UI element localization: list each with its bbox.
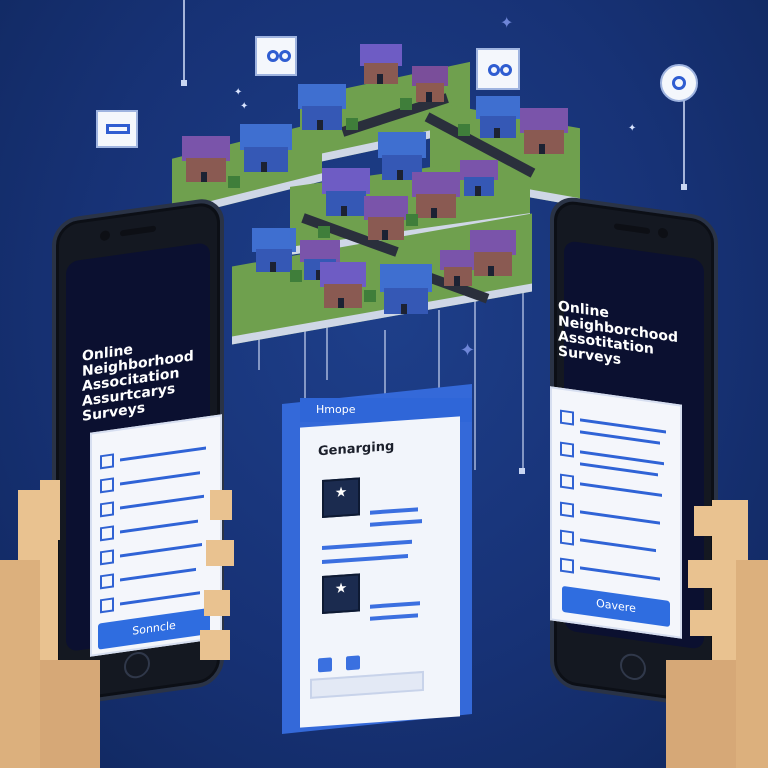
document-line <box>322 539 412 551</box>
tree-icon <box>318 226 330 238</box>
hanging-string <box>474 300 476 470</box>
hanging-string <box>438 310 440 430</box>
phone-camera <box>658 227 668 239</box>
sparkle-icon: ✦ <box>240 101 249 112</box>
right-phone-button[interactable]: Oavere <box>562 585 670 628</box>
hanging-string-tip <box>681 184 687 190</box>
house-icon <box>182 136 230 182</box>
survey-line <box>120 591 200 606</box>
checkbox-icon[interactable] <box>100 501 114 518</box>
survey-line <box>580 430 660 445</box>
house-icon <box>470 230 516 276</box>
survey-line <box>580 418 666 434</box>
phone-home-button[interactable] <box>620 652 646 682</box>
survey-line <box>580 450 664 466</box>
hanging-string <box>326 320 328 380</box>
hanging-string <box>384 330 386 410</box>
chat-bubble-icon <box>96 110 138 148</box>
sparkle-icon: ✦ <box>234 87 243 98</box>
tree-icon <box>346 118 358 130</box>
survey-card: Oavere <box>550 386 682 639</box>
document-line <box>370 507 418 515</box>
phone-speaker <box>614 223 650 235</box>
house-icon <box>252 228 296 272</box>
house-icon <box>322 168 370 216</box>
house-icon <box>520 108 568 154</box>
survey-line <box>120 519 198 534</box>
hanging-string <box>683 80 685 190</box>
house-icon <box>412 66 448 102</box>
checkbox-icon[interactable] <box>560 529 574 546</box>
document-input[interactable] <box>310 670 424 699</box>
checkbox-icon[interactable] <box>100 525 114 542</box>
checkbox-icon[interactable] <box>560 409 574 426</box>
checkbox-icon[interactable] <box>100 573 114 590</box>
left-phone-button[interactable]: Sonncle <box>98 607 210 650</box>
survey-line <box>580 510 660 525</box>
hanging-string <box>183 0 185 80</box>
document-line <box>370 613 418 621</box>
hanging-string-tip <box>519 468 525 474</box>
survey-line <box>580 482 662 497</box>
chat-bubble-icon <box>660 64 698 102</box>
checkbox-icon[interactable] <box>560 441 574 458</box>
star-icon: ★ <box>322 477 360 519</box>
checkbox-icon[interactable] <box>100 549 114 566</box>
document-title: Genarging <box>318 439 395 460</box>
hanging-string <box>522 290 524 470</box>
sparkle-icon: ✦ <box>500 13 514 32</box>
survey-line <box>120 446 206 462</box>
phone-home-button[interactable] <box>124 650 150 680</box>
house-icon <box>240 124 292 172</box>
house-icon <box>360 44 402 84</box>
sparkle-icon: ✦ <box>460 340 476 361</box>
survey-line <box>120 494 204 510</box>
document-block <box>318 657 332 673</box>
tree-icon <box>228 176 240 188</box>
left-phone: Online Neighborhood Associtation Assurtc… <box>52 195 224 709</box>
tree-icon <box>364 290 376 302</box>
survey-line <box>120 471 200 486</box>
star-icon: ★ <box>322 573 360 615</box>
document-line <box>322 554 408 565</box>
hanging-string-tip <box>181 80 187 86</box>
checkbox-icon[interactable] <box>560 473 574 490</box>
tree-icon <box>290 270 302 282</box>
lock-icon <box>100 597 114 614</box>
house-icon <box>476 96 520 138</box>
tree-icon <box>400 98 412 110</box>
house-icon <box>460 160 498 196</box>
document-block <box>346 655 360 671</box>
survey-card: Sonncle <box>90 414 222 657</box>
document-line <box>370 601 420 609</box>
survey-line <box>120 543 202 558</box>
survey-line <box>580 538 656 553</box>
phone-camera <box>100 229 110 242</box>
chat-bubble-icon <box>255 36 297 76</box>
tree-icon <box>406 214 418 226</box>
survey-line <box>580 566 660 581</box>
survey-line <box>120 567 196 582</box>
chat-bubble-icon <box>476 48 520 90</box>
checkbox-icon[interactable] <box>560 501 574 518</box>
house-icon <box>364 196 408 240</box>
sparkle-icon: ✦ <box>628 123 637 134</box>
tree-icon <box>458 124 470 136</box>
house-icon <box>298 84 346 130</box>
document-page: Genarging ★ ★ <box>300 416 460 728</box>
house-icon <box>412 172 460 218</box>
checkbox-icon[interactable] <box>560 557 574 574</box>
survey-line <box>580 462 658 477</box>
house-icon <box>380 264 432 314</box>
checkbox-icon[interactable] <box>100 453 114 470</box>
house-icon <box>320 262 366 308</box>
phone-speaker <box>120 225 156 237</box>
house-icon <box>440 250 476 286</box>
document-line <box>370 519 422 527</box>
checkbox-icon[interactable] <box>100 477 114 494</box>
hanging-string <box>304 300 306 400</box>
